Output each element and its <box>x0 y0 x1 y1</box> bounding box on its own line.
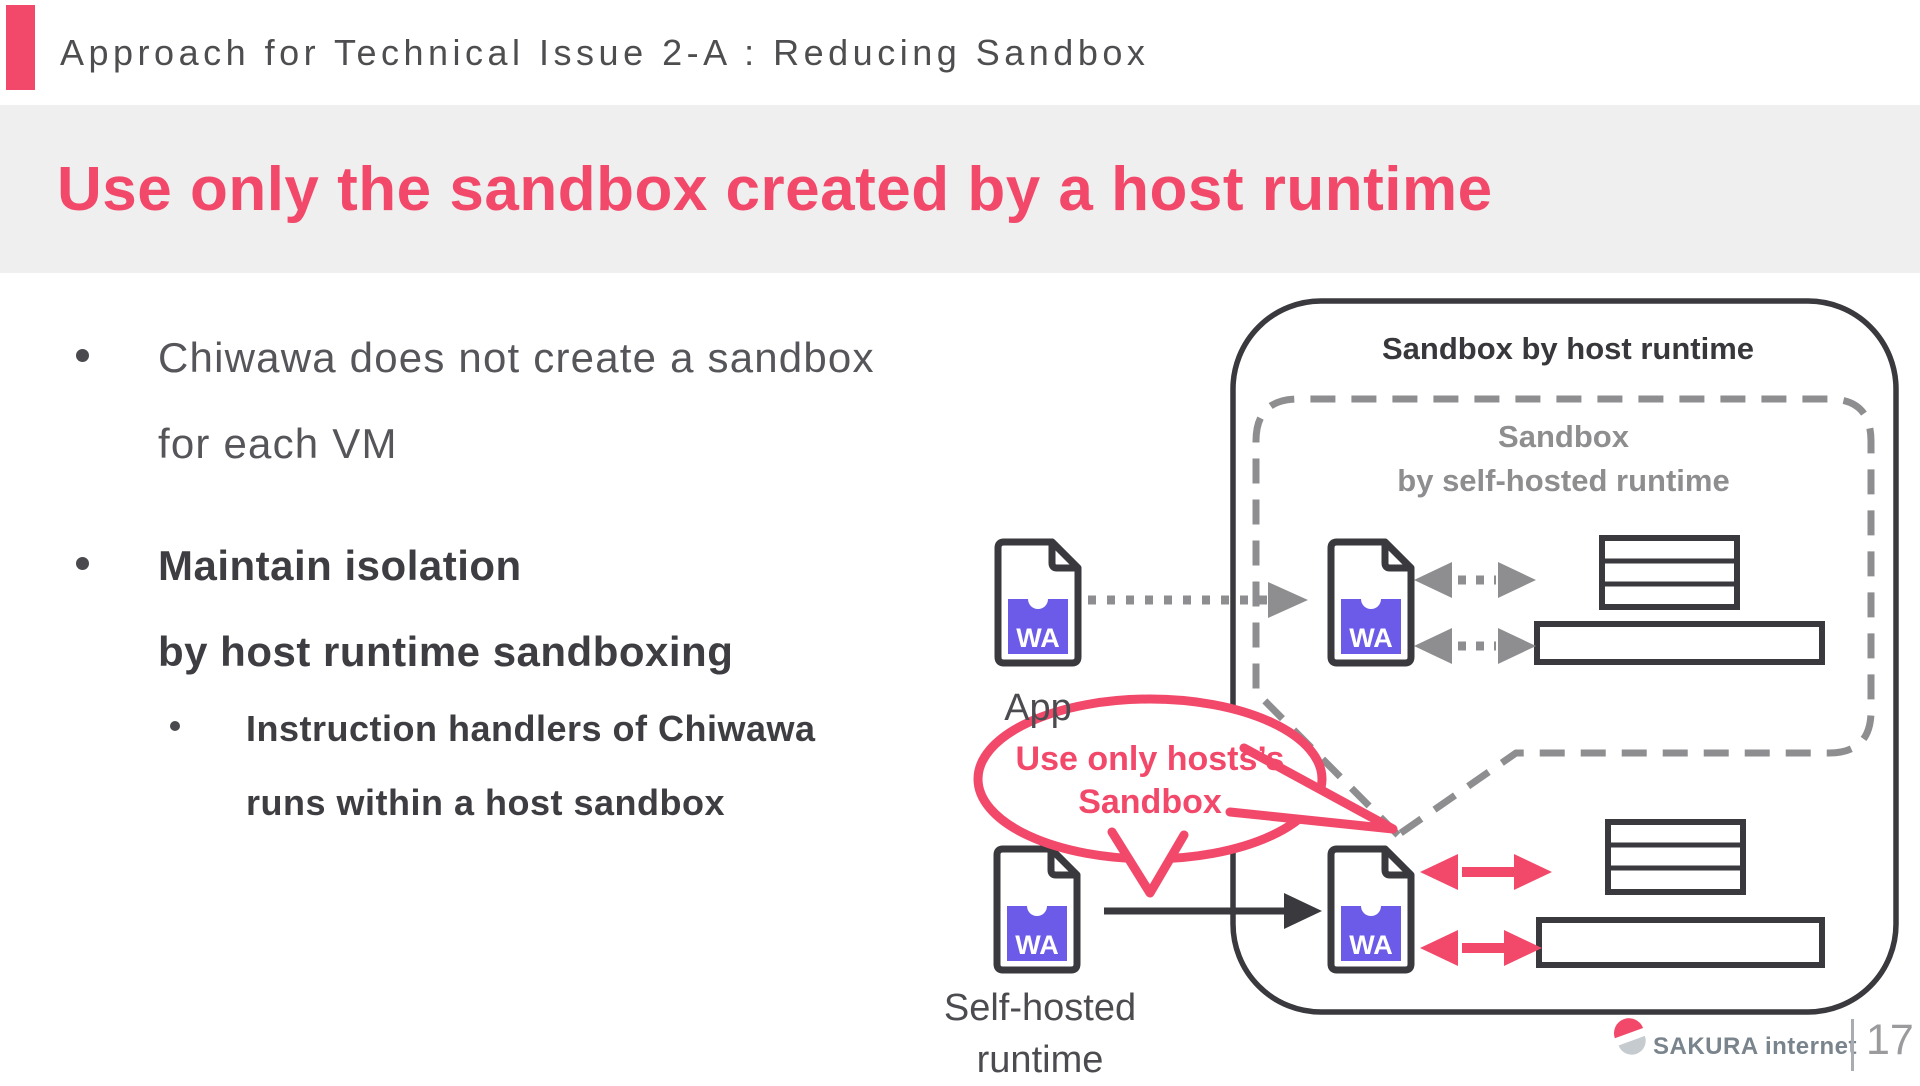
sakura-brand-text: SAKURA internet <box>1653 1033 1857 1060</box>
dotted-double-arrow <box>1414 562 1536 598</box>
self-hosted-sandbox-dashed-box <box>1252 395 1875 839</box>
self-hosted-runtime-label-line1: Self-hosted <box>943 987 1137 1029</box>
speech-bubble-text: Use only hosts’s Sandbox <box>1006 738 1294 824</box>
app-label: App <box>1004 687 1072 729</box>
slide-kicker: Approach for Technical Issue 2-A : Reduc… <box>60 32 1150 73</box>
self-hosted-sandbox-label: Sandbox by self-hosted runtime <box>1256 415 1871 503</box>
self-hosted-sandbox-label-line1: Sandbox <box>1498 419 1629 454</box>
wa-file-icon-sandboxed-app: WA <box>1327 538 1415 667</box>
self-hosted-runtime-label-line2: runtime <box>976 1039 1104 1081</box>
black-arrow <box>1104 893 1322 929</box>
host-sandbox-label: Sandbox by host runtime <box>1381 331 1755 366</box>
speech-bubble-beak <box>1225 743 1398 834</box>
sub-bullet-text: Instruction handlers of Chiwawa <box>246 708 816 749</box>
wa-file-icon-app: WA <box>994 538 1082 667</box>
bullet-text: by host runtime sandboxing <box>158 628 734 675</box>
resource-stack-icon <box>1599 535 1740 610</box>
speech-bubble-text-line1: Use only hosts’s <box>1015 740 1285 778</box>
speech-bubble-text-line2: Sandbox <box>1078 783 1222 821</box>
pink-double-arrow <box>1420 930 1542 966</box>
wa-file-icon-self-hosted-runtime: WA <box>993 845 1081 974</box>
bullet-text: Chiwawa does not create a sandbox <box>158 334 875 381</box>
header-accent-bar <box>6 5 35 90</box>
resource-bar-icon <box>1536 917 1825 968</box>
dotted-arrow <box>1088 582 1308 618</box>
self-hosted-runtime-label: Self-hosted runtime <box>920 982 1160 1086</box>
wa-file-label: WA <box>1349 623 1393 653</box>
wa-file-icon-sandboxed-runtime: WA <box>1327 845 1415 974</box>
bullet-text: for each VM <box>158 420 398 467</box>
sub-bullet-text: runs within a host sandbox <box>246 782 726 823</box>
bullet-marker <box>76 557 89 570</box>
resource-stack-icon <box>1605 819 1746 895</box>
title-banner: Use only the sandbox created by a host r… <box>0 105 1920 273</box>
page-number: 17 <box>1866 1016 1914 1064</box>
wa-file-label: WA <box>1016 623 1060 653</box>
sub-bullet-marker <box>170 721 180 731</box>
speech-bubble <box>973 694 1398 898</box>
self-hosted-sandbox-label-line2: by self-hosted runtime <box>1397 463 1730 498</box>
page-number-divider <box>1851 1019 1854 1071</box>
dotted-double-arrow <box>1414 628 1536 664</box>
wa-file-label: WA <box>1015 930 1059 960</box>
resource-bar-icon <box>1534 621 1825 665</box>
wa-file-label: WA <box>1349 930 1393 960</box>
bullet-text: Maintain isolation <box>158 542 522 589</box>
pink-double-arrow <box>1420 854 1552 890</box>
page-title: Use only the sandbox created by a host r… <box>57 154 1493 224</box>
speech-bubble-tail <box>1107 827 1189 898</box>
bullet-marker <box>76 349 89 362</box>
